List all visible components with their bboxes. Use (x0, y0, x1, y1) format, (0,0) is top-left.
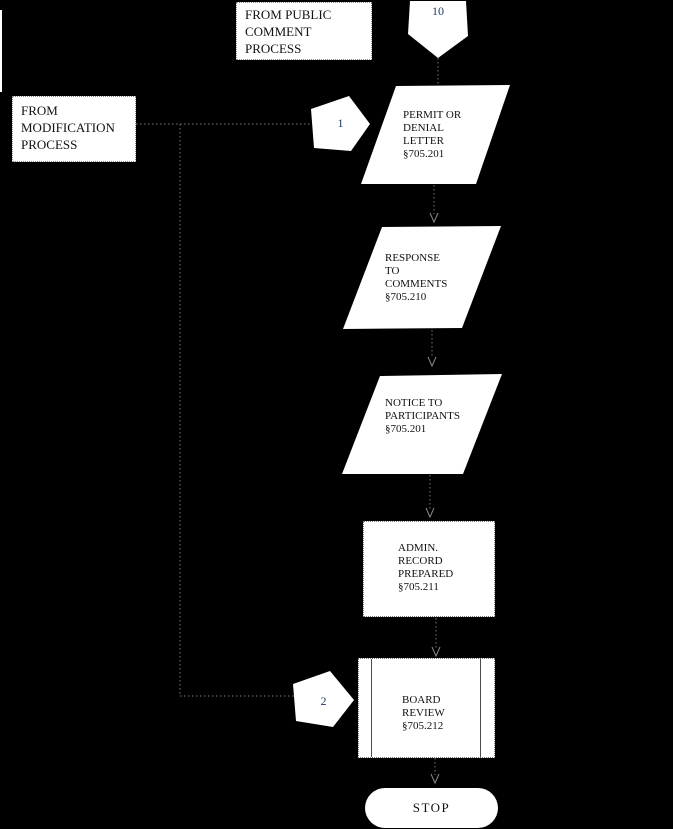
arrowhead-board-to-stop (430, 773, 440, 785)
predefined-process-left-bar (371, 659, 372, 757)
connector-number: 2 (320, 693, 327, 708)
node-from-modification-process: FROM MODIFICATION PROCESS (12, 96, 136, 162)
arrowhead-notice-to-admin (425, 507, 435, 519)
connector-number: 10 (432, 4, 444, 18)
node-label: BOARD REVIEW §705.212 (402, 694, 445, 732)
node-admin-record-prepared: ADMIN. RECORD PREPARED §705.211 (363, 521, 495, 617)
node-label: STOP (412, 800, 451, 815)
scan-artifact-sliver (0, 10, 2, 92)
arrowhead-response-to-notice (427, 356, 437, 368)
node-label: ADMIN. RECORD PREPARED §705.211 (398, 542, 454, 593)
node-label: FROM PUBLIC COMMENT PROCESS (245, 7, 332, 56)
node-label: PERMIT OR DENIAL LETTER §705.201 (403, 109, 462, 160)
arrowhead-admin-to-board (431, 646, 441, 658)
connector-number: 1 (337, 116, 344, 130)
node-label: RESPONSE TO COMMENTS §705.210 (385, 252, 448, 303)
node-board-review: BOARD REVIEW §705.212 (358, 658, 495, 758)
node-label: FROM MODIFICATION PROCESS (21, 103, 115, 152)
node-stop-terminator: STOP (365, 788, 498, 828)
node-label: NOTICE TO PARTICIPANTS §705.201 (385, 397, 460, 435)
arrowhead-permit-to-response (429, 212, 439, 224)
predefined-process-right-bar (480, 659, 481, 757)
node-from-public-comment-process: FROM PUBLIC COMMENT PROCESS (236, 2, 372, 60)
